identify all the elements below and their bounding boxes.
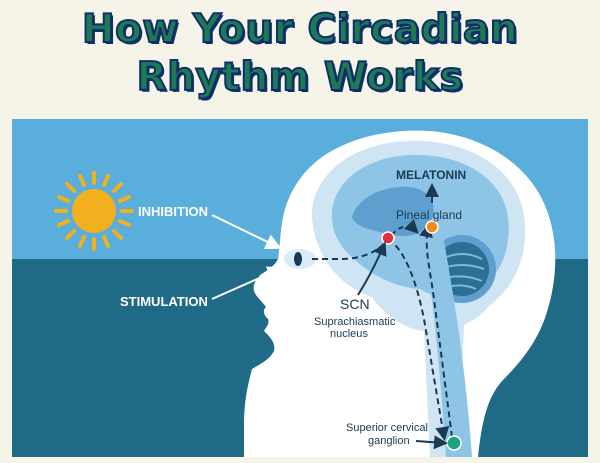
eye-to-scn-pathway (312, 238, 389, 260)
stimulation-label: STIMULATION (120, 294, 208, 309)
pineal-gland-dot (425, 220, 439, 234)
scn-to-pineal-pathway (391, 218, 419, 236)
ganglion-pointer (415, 435, 448, 450)
scn-to-ganglion-pathway (387, 238, 450, 441)
pineal-gland-label: Pineal gland (396, 208, 462, 222)
eye-icon (284, 249, 316, 269)
title: How Your Circadian Rhythm Works (0, 6, 600, 102)
title-line-1: How Your Circadian (81, 6, 519, 53)
ganglion-to-pineal-pathway (419, 223, 453, 438)
brain-stem (422, 229, 472, 457)
inhibition-label: INHIBITION (138, 204, 208, 219)
circadian-diagram: INHIBITION STIMULATION MELATONIN Pineal … (12, 119, 588, 457)
scn-dot (381, 231, 395, 245)
inhibition-arrow (211, 214, 282, 249)
scn-pointer (357, 241, 387, 296)
ganglion-dot (446, 435, 462, 451)
ganglion-label-line-2: ganglion (368, 435, 410, 447)
sun-icon (54, 171, 134, 251)
melatonin-label: MELATONIN (396, 168, 466, 182)
title-line-2: Rhythm Works (136, 54, 464, 101)
scn-full-name-line-1: Suprachiasmatic (314, 316, 396, 328)
scn-label: SCN (340, 296, 370, 312)
ganglion-label-line-1: Superior cervical (346, 422, 428, 434)
stimulation-arrow (211, 266, 284, 300)
scn-full-name-line-2: nucleus (330, 328, 368, 340)
